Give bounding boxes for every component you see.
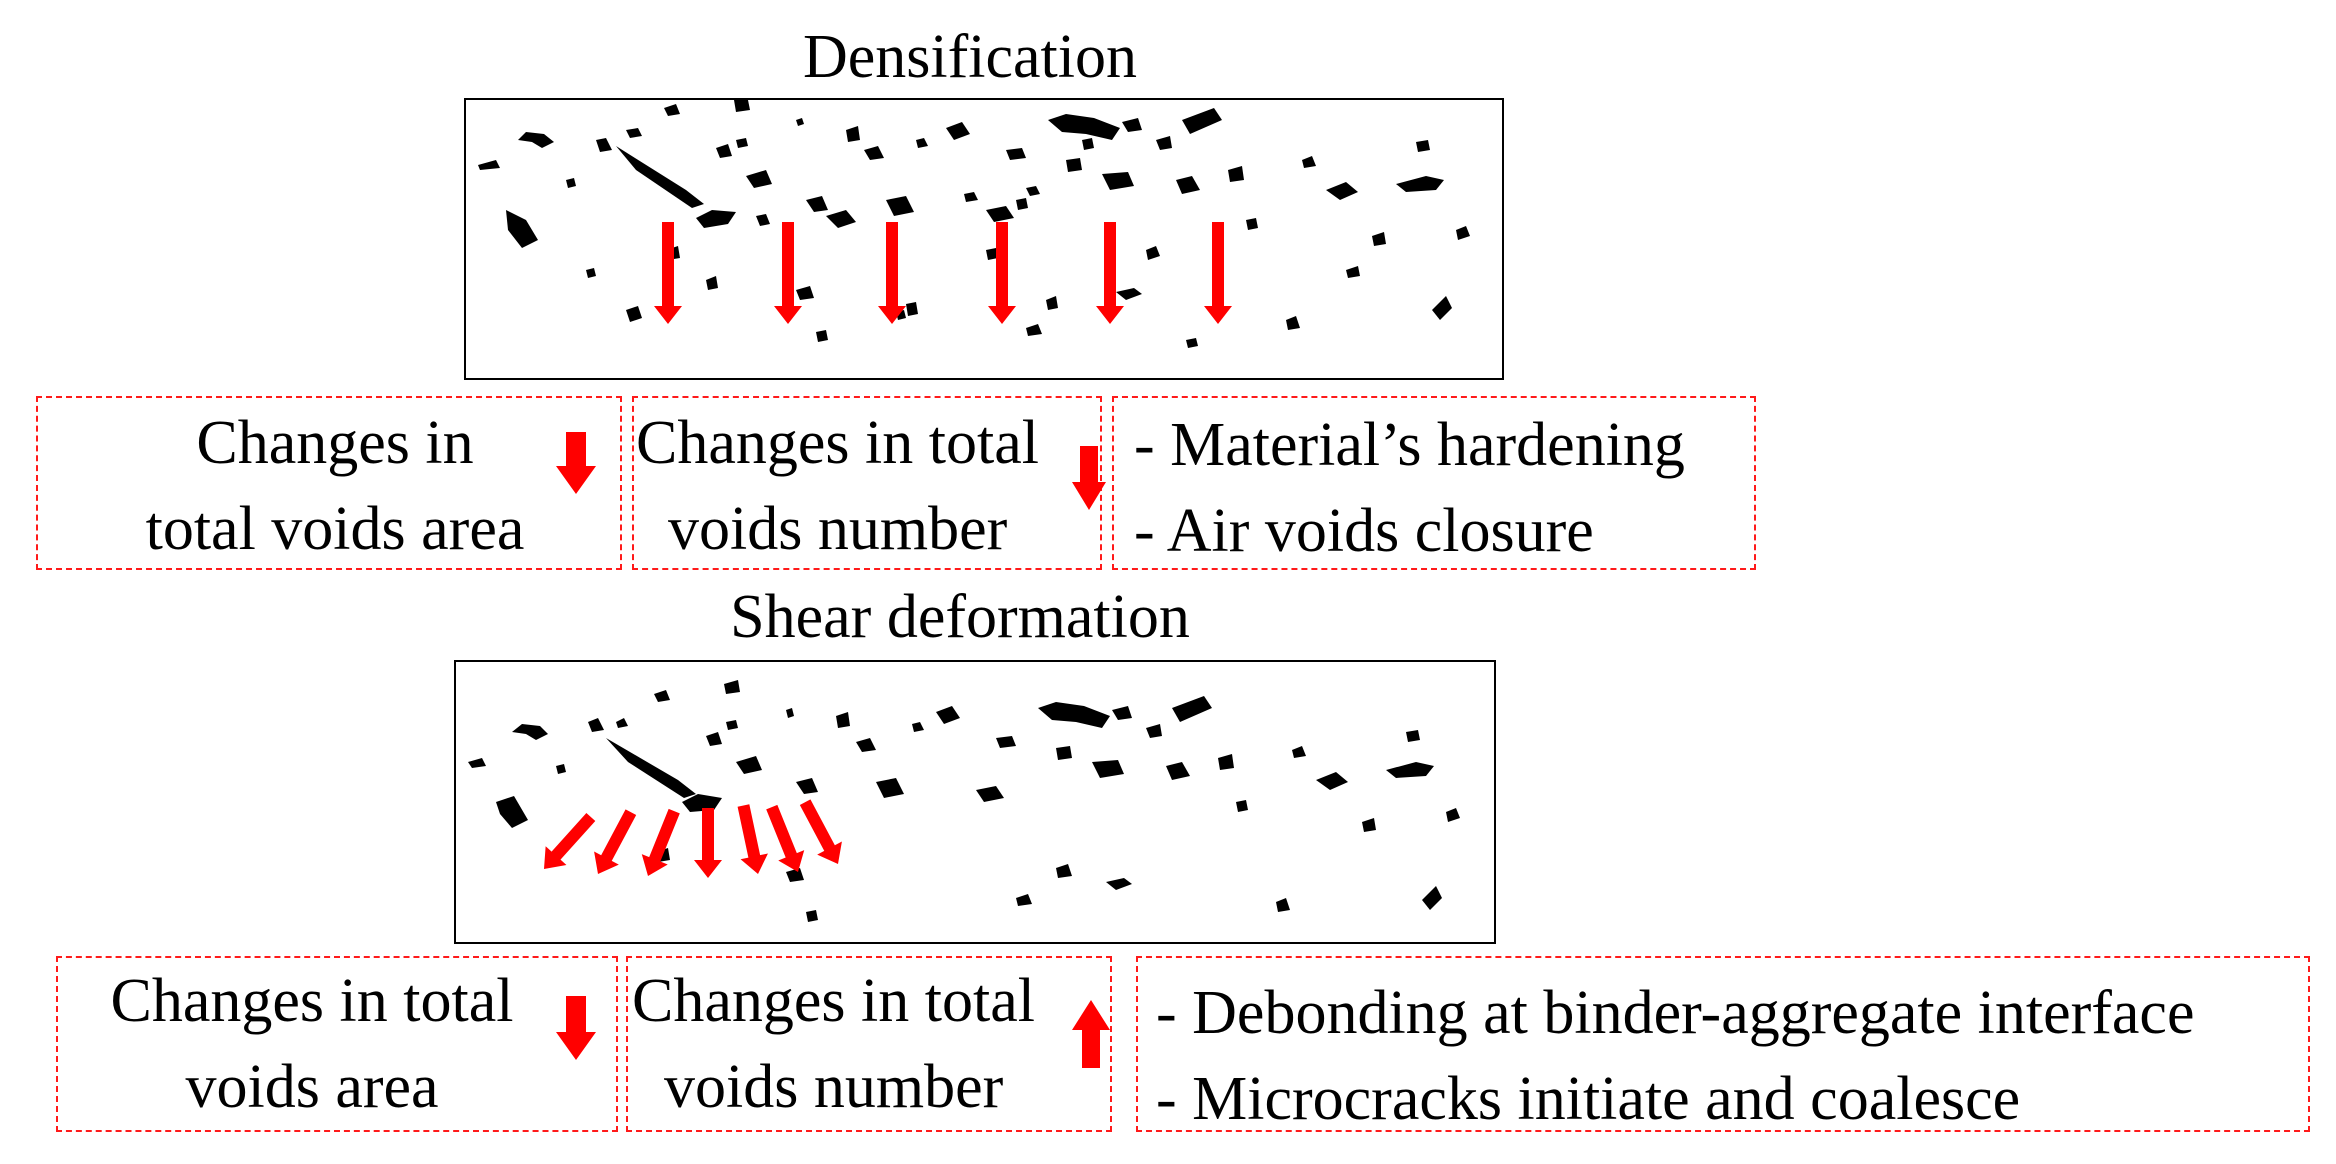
up-arrow-icon — [1072, 1000, 1110, 1068]
shear-area-box — [56, 956, 618, 1132]
densification-void-image — [464, 98, 1504, 380]
shear-area-line2: voids area — [185, 1053, 439, 1121]
shear-title: Shear deformation — [730, 583, 1190, 651]
down-arrow-icon — [1072, 446, 1106, 510]
voids-pattern-bottom — [468, 680, 1460, 922]
densification-area-box — [36, 396, 622, 570]
shear-effects-box — [1136, 956, 2310, 1132]
shear-number-line2: voids number — [664, 1053, 1004, 1121]
shear-number-line1: Changes in total — [632, 967, 1035, 1035]
voids-pattern-top — [478, 100, 1470, 348]
shear-effect-1: - Debonding at binder-aggregate interfac… — [1156, 979, 2195, 1047]
densification-number-line2: voids number — [668, 495, 1008, 563]
densification-effect-2: - Air voids closure — [1134, 497, 1594, 565]
compression-arrows — [654, 222, 1232, 324]
densification-title: Densification — [802, 23, 1137, 91]
shear-arrows — [544, 799, 842, 878]
densification-number-line1: Changes in total — [636, 409, 1039, 477]
shear-area-line1: Changes in total — [110, 967, 514, 1035]
densification-area-line1: Changes in — [196, 409, 474, 477]
down-arrow-icon — [556, 432, 596, 494]
down-arrow-icon — [556, 996, 596, 1060]
shear-void-image — [454, 660, 1496, 944]
shear-number-box — [626, 956, 1112, 1132]
densification-effects-box — [1112, 396, 1756, 570]
densification-effect-1: - Material’s hardening — [1134, 411, 1685, 479]
densification-area-line2: total voids area — [145, 495, 525, 563]
shear-effect-2: - Microcracks initiate and coalesce — [1156, 1065, 2021, 1133]
